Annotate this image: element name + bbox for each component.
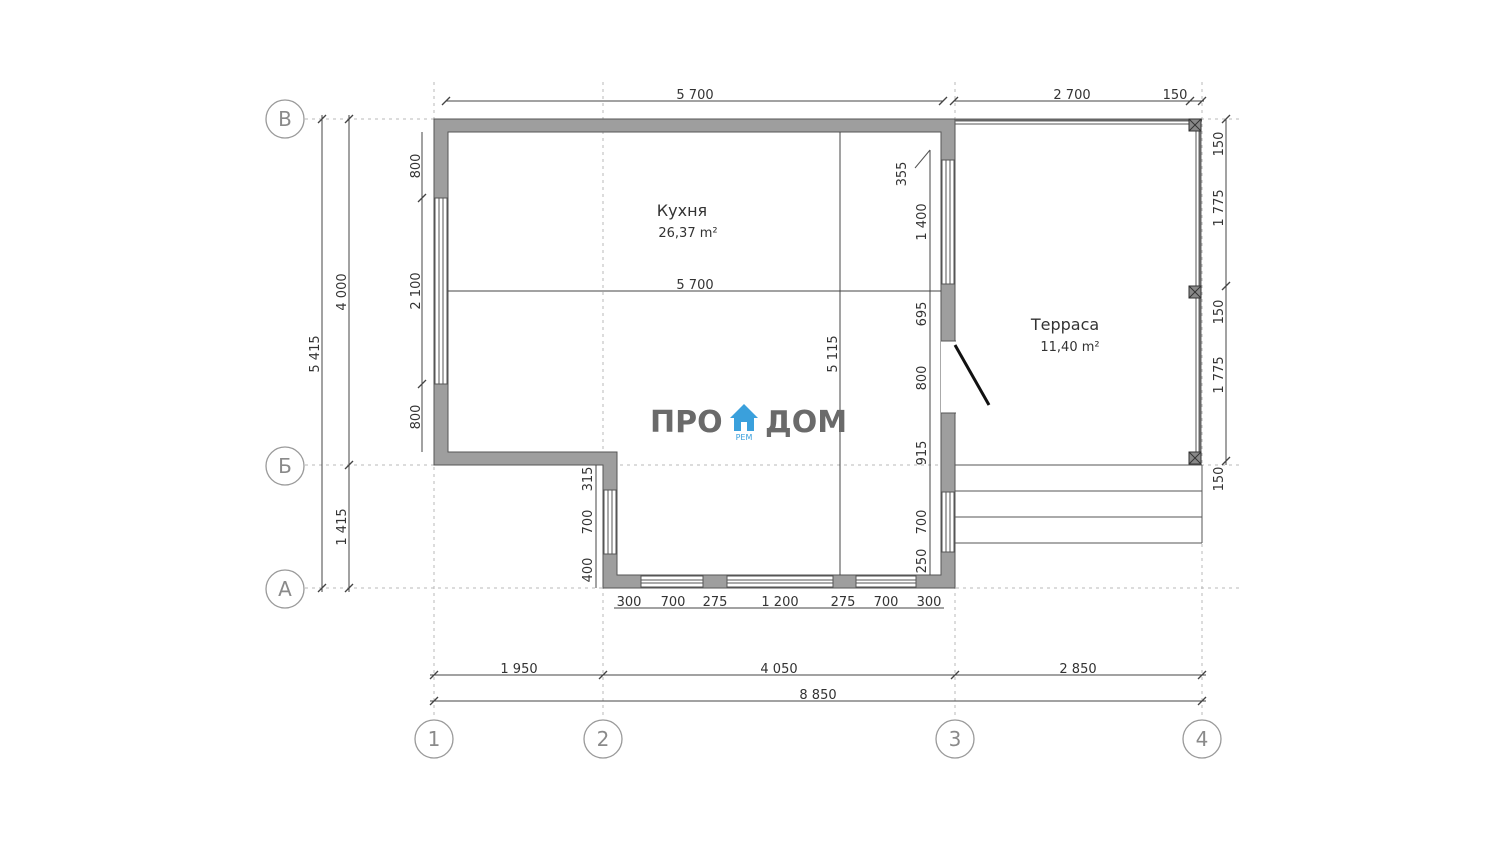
terrace: [955, 118, 1203, 544]
dim-top-edge: 150: [1163, 88, 1188, 103]
window-east: [941, 159, 955, 285]
dim-left-total: 5 415: [308, 335, 323, 372]
dim-left-lower: 1 415: [335, 508, 350, 545]
dim-top-terrace: 2 700: [1053, 88, 1090, 103]
dim-inner-horizontal: 5 700: [676, 278, 713, 293]
axis-bubble-col-2: 2: [583, 719, 623, 759]
window-bottom-3: [855, 575, 917, 588]
dim-east-695: 695: [915, 302, 930, 327]
dim-bay-400: 400: [581, 558, 596, 583]
dim-east-250: 250: [915, 549, 930, 574]
room-area-terrace: 11,40 m²: [1040, 340, 1099, 355]
dim-bottom-1200: 1 200: [761, 595, 798, 610]
dim-bottom-700a: 700: [661, 595, 686, 610]
door: [941, 340, 991, 414]
dim-right-150b: 150: [1212, 300, 1227, 325]
dim-east-1400: 1 400: [915, 203, 930, 240]
dim-left-wall-top: 800: [409, 154, 424, 179]
room-area-kitchen: 26,37 m²: [658, 226, 717, 241]
dim-bottom-275a: 275: [703, 595, 728, 610]
axis-bubble-row-b: Б: [265, 446, 305, 486]
dim-left-upper: 4 000: [335, 273, 350, 310]
room-name-terrace: Терраса: [1030, 315, 1099, 334]
axis-bubbles: В Б А 1 2 3 4: [265, 99, 1222, 759]
dim-top-main: 5 700: [676, 88, 713, 103]
room-labels: Кухня 26,37 m² Терраса 11,40 m²: [657, 201, 1100, 355]
dim-east-700: 700: [915, 510, 930, 535]
dim-east-door: 800: [915, 366, 930, 391]
dim-right-1775b: 1 775: [1212, 356, 1227, 393]
room-name-kitchen: Кухня: [657, 201, 707, 220]
axis-bubble-row-a: А: [265, 569, 305, 609]
logo-text-left: ПРО: [650, 405, 723, 440]
dim-axis-total: 8 850: [799, 688, 836, 703]
axis-bubble-col-1: 1: [414, 719, 454, 759]
dim-east-355: 355: [895, 162, 910, 187]
dim-axis-1950: 1 950: [500, 662, 537, 677]
dim-bay-700: 700: [581, 510, 596, 535]
dim-bottom-300b: 300: [917, 595, 942, 610]
dim-right-1775a: 1 775: [1212, 189, 1227, 226]
axis-label-col-1: 1: [428, 727, 441, 751]
axis-bubble-col-3: 3: [935, 719, 975, 759]
kitchen-walls: [433, 118, 956, 589]
dim-right-150c: 150: [1212, 467, 1227, 492]
dim-east-915: 915: [915, 441, 930, 466]
axis-bubble-row-v: В: [265, 99, 305, 139]
axis-label-col-4: 4: [1196, 727, 1209, 751]
walls: [433, 118, 956, 589]
window-bottom-1: [640, 575, 704, 588]
door-leaf: [953, 344, 991, 406]
windows: [434, 159, 955, 588]
dim-right-150a: 150: [1212, 132, 1227, 157]
axis-label-col-3: 3: [949, 727, 962, 751]
dimension-lines: [317, 96, 1231, 706]
window-left: [434, 197, 448, 385]
dimension-labels: 5 700 2 700 150 5 700 5 115 5 415 4 000 …: [308, 88, 1227, 703]
dim-inner-vertical: 5 115: [826, 335, 841, 372]
dim-bay-315: 315: [581, 467, 596, 492]
dim-axis-2850: 2 850: [1059, 662, 1096, 677]
dim-left-wall-bottom: 800: [409, 405, 424, 430]
axis-bubble-col-4: 4: [1182, 719, 1222, 759]
dim-axis-4050: 4 050: [760, 662, 797, 677]
logo: ПРО РЕМ ДОМ: [650, 404, 847, 442]
axis-label-row-b: Б: [278, 454, 292, 478]
axis-label-row-a: А: [278, 577, 292, 601]
window-bay-east: [941, 491, 955, 553]
dim-left-wall-window: 2 100: [409, 272, 424, 309]
logo-sub: РЕМ: [736, 433, 753, 442]
dim-bottom-300a: 300: [617, 595, 642, 610]
logo-text-right: ДОМ: [765, 405, 847, 440]
dim-bottom-700b: 700: [874, 595, 899, 610]
axis-label-col-2: 2: [597, 727, 610, 751]
axis-label-row-v: В: [278, 107, 292, 131]
window-bay-west: [603, 489, 617, 555]
dim-bottom-275b: 275: [831, 595, 856, 610]
house-icon: [730, 404, 758, 431]
window-bottom-2: [726, 575, 834, 588]
